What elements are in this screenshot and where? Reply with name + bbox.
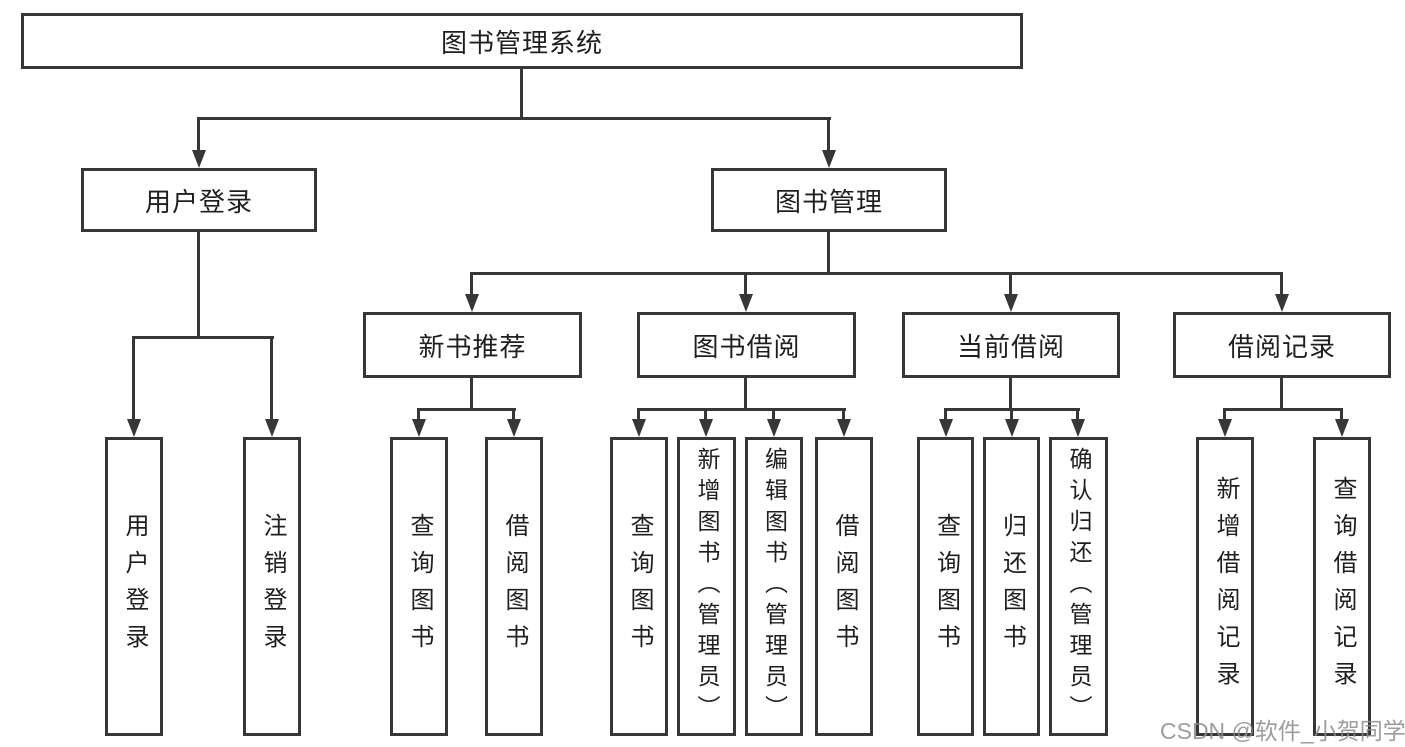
csdn-watermark: CSDN @软件_小贺同学 xyxy=(1160,718,1405,744)
arrowhead-borrow-books-1 xyxy=(507,419,521,437)
node-user-login: 用户登录 xyxy=(81,168,317,232)
connector-user-login-bus xyxy=(132,336,274,339)
node-label: 用户登录 xyxy=(144,186,253,217)
node-book-borrowing: 图书借阅 xyxy=(637,312,856,378)
connector-drop-new-book-recommend xyxy=(470,272,473,296)
node-label: 新书推荐 xyxy=(418,331,527,362)
connector-drop-login xyxy=(132,336,135,420)
connector-current-borrowing-stem xyxy=(1009,378,1012,411)
arrowhead-query-record xyxy=(1335,419,1349,437)
leaf-label: 借阅图书 xyxy=(831,512,858,661)
connector-drop-query-books-1 xyxy=(417,408,420,422)
leaf-label: 注销登录 xyxy=(259,512,286,661)
leaf-confirm-return-admin: 确认归还（管理员） xyxy=(1049,437,1108,736)
connector-book-management-bus xyxy=(470,272,1283,275)
connector-drop-confirm-return xyxy=(1076,408,1079,422)
leaf-label: 新增借阅记录 xyxy=(1212,475,1239,698)
node-current-borrowing: 当前借阅 xyxy=(902,312,1120,378)
node-label: 图书借阅 xyxy=(692,331,801,362)
arrowhead-confirm-return xyxy=(1071,419,1085,437)
node-book-management: 图书管理 xyxy=(711,168,947,232)
connector-drop-borrow-books-2 xyxy=(842,408,845,422)
arrowhead-edit-books xyxy=(767,419,781,437)
arrowhead-logout xyxy=(265,419,279,437)
connector-drop-logout xyxy=(270,336,273,420)
leaf-query-books-borrowing: 查询图书 xyxy=(610,437,668,736)
connector-drop-borrowing-records xyxy=(1280,272,1283,296)
leaf-borrow-books-borrowing: 借阅图书 xyxy=(815,437,873,736)
connector-drop-current-borrowing xyxy=(1009,272,1012,296)
leaf-label: 确认归还（管理员） xyxy=(1066,447,1092,726)
arrowhead-user-login xyxy=(192,150,206,168)
leaf-query-books-recommend: 查询图书 xyxy=(390,437,448,736)
arrowhead-current-borrowing xyxy=(1004,294,1018,312)
connector-drop-user-login xyxy=(197,117,200,152)
connector-drop-book-management xyxy=(827,117,830,152)
arrowhead-borrowing-records xyxy=(1275,294,1289,312)
node-library-management-system: 图书管理系统 xyxy=(21,13,1023,69)
node-label: 图书管理系统 xyxy=(440,27,603,58)
leaf-label: 新增图书（管理员） xyxy=(694,447,720,726)
arrowhead-query-books-1 xyxy=(412,419,426,437)
leaf-label: 查询图书 xyxy=(932,512,960,661)
leaf-label: 用户登录 xyxy=(121,512,148,661)
arrowhead-add-record xyxy=(1218,419,1232,437)
arrowhead-borrow-books-2 xyxy=(837,419,851,437)
connector-book-borrowing-stem xyxy=(744,378,747,411)
leaf-label: 归还图书 xyxy=(998,512,1026,661)
arrowhead-book-borrowing xyxy=(739,294,753,312)
connector-borrowing-records-bus xyxy=(1223,408,1343,411)
connector-drop-query-books-3 xyxy=(944,408,947,422)
leaf-user-login: 用户登录 xyxy=(105,437,163,736)
arrowhead-book-management xyxy=(822,150,836,168)
arrowhead-login xyxy=(127,419,141,437)
connector-drop-add-record xyxy=(1223,408,1226,422)
connector-root-bus xyxy=(197,117,831,120)
connector-drop-borrow-books-1 xyxy=(512,408,515,422)
connector-drop-add-books xyxy=(704,408,707,422)
node-label: 借阅记录 xyxy=(1227,331,1336,362)
leaf-query-books-current: 查询图书 xyxy=(917,437,974,736)
leaf-add-borrow-record: 新增借阅记录 xyxy=(1196,437,1254,736)
connector-root-stem xyxy=(520,69,523,120)
leaf-edit-books-admin: 编辑图书（管理员） xyxy=(745,437,803,736)
leaf-label: 查询借阅记录 xyxy=(1329,475,1356,698)
leaf-return-books: 归还图书 xyxy=(983,437,1040,736)
leaf-label: 编辑图书（管理员） xyxy=(761,447,788,726)
node-borrowing-records: 借阅记录 xyxy=(1173,312,1391,378)
arrowhead-add-books xyxy=(699,419,713,437)
connector-user-login-stem xyxy=(197,232,200,339)
arrowhead-return-books xyxy=(1005,419,1019,437)
connector-book-borrowing-bus xyxy=(637,408,846,411)
connector-drop-edit-books xyxy=(772,408,775,422)
connector-drop-query-record xyxy=(1340,408,1343,422)
leaf-query-borrow-record: 查询借阅记录 xyxy=(1313,437,1371,736)
connector-drop-book-borrowing xyxy=(744,272,747,296)
node-label: 图书管理 xyxy=(774,186,883,217)
connector-drop-return-books xyxy=(1010,408,1013,422)
connector-new-book-recommend-bus xyxy=(417,408,516,411)
node-label: 当前借阅 xyxy=(956,331,1065,362)
arrowhead-query-books-2 xyxy=(632,419,646,437)
leaf-add-books-admin: 新增图书（管理员） xyxy=(677,437,736,736)
arrowhead-query-books-3 xyxy=(939,419,953,437)
connector-new-book-recommend-stem xyxy=(470,378,473,411)
arrowhead-new-book-recommend xyxy=(465,294,479,312)
connector-drop-query-books-2 xyxy=(637,408,640,422)
leaf-label: 借阅图书 xyxy=(501,512,528,661)
leaf-label: 查询图书 xyxy=(626,512,653,661)
connector-borrowing-records-stem xyxy=(1280,378,1283,411)
leaf-logout: 注销登录 xyxy=(243,437,301,736)
connector-book-management-stem xyxy=(827,232,830,275)
node-new-book-recommend: 新书推荐 xyxy=(363,312,582,378)
leaf-borrow-books-recommend: 借阅图书 xyxy=(485,437,543,736)
leaf-label: 查询图书 xyxy=(406,512,433,661)
